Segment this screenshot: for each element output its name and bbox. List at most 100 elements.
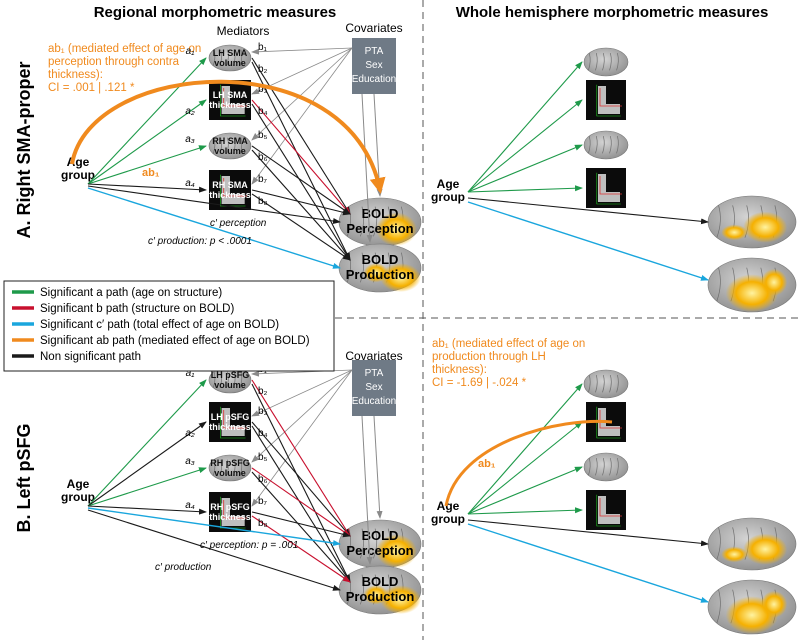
bold-text: Production xyxy=(346,267,415,282)
b-path-arrow xyxy=(251,471,351,583)
brain-sulcus xyxy=(588,52,591,71)
activation-blob xyxy=(380,263,421,292)
brain-sulcus xyxy=(359,528,365,559)
brain-sulcus xyxy=(359,574,365,605)
brain-sulcus xyxy=(239,459,243,476)
b-path-label: b₇ xyxy=(258,496,268,507)
bold-perception-brain xyxy=(338,197,422,247)
brain-surface xyxy=(583,130,629,160)
c-perception-label: c′ perception: p = .001 xyxy=(200,540,298,551)
brain-sulcus xyxy=(609,457,612,476)
hemisphere-mediator-4 xyxy=(586,168,626,208)
covariates-rect xyxy=(352,38,396,94)
b-path-label: b₈ xyxy=(258,518,268,529)
brain-sulcus xyxy=(226,137,229,154)
brain-sulcus xyxy=(616,52,619,71)
header-regional: Regional morphometric measures xyxy=(94,4,337,21)
brain-sulcus xyxy=(239,49,243,66)
svg-text:CI = .001 | .121 *: CI = .001 | .121 * xyxy=(48,82,135,94)
bold-text: BOLD xyxy=(362,528,399,543)
slice-tissue xyxy=(221,86,245,114)
a-path-label: a₃ xyxy=(185,456,195,467)
ab-path-arc xyxy=(70,79,386,194)
header-whole: Whole hemisphere morphometric measures xyxy=(456,4,769,21)
b-path-arrow xyxy=(251,383,351,583)
legend-text: Significant a path (age on structure) xyxy=(40,287,222,299)
legend-row: Significant a path (age on structure) xyxy=(12,287,222,299)
activation-blob xyxy=(760,268,788,296)
brain-sulcus xyxy=(239,371,243,388)
hemisphere-production-brain xyxy=(707,579,797,635)
brain-sulcus xyxy=(239,137,243,154)
slice-contour xyxy=(596,494,621,527)
a-path-arrow xyxy=(87,379,207,507)
brain-sulcus xyxy=(716,527,721,560)
a-path-arrow xyxy=(87,57,207,185)
slice-contour xyxy=(596,172,621,205)
activation-blob xyxy=(721,546,748,563)
mediator-text: LH SMA xyxy=(213,48,248,58)
b-path-arrow xyxy=(251,515,351,583)
age-label: Age xyxy=(67,155,90,169)
group-label: group xyxy=(431,512,465,526)
bold-text: BOLD xyxy=(362,574,399,589)
slice-tissue xyxy=(221,498,245,526)
mediators-label: Mediators xyxy=(217,24,270,38)
mediator-3 xyxy=(208,454,252,482)
activation-blob xyxy=(743,533,788,565)
hemisphere-mediator-1 xyxy=(583,47,629,77)
covariate-text: Sex xyxy=(365,382,382,393)
slice-contour xyxy=(223,178,247,197)
hemisphere-mediator-3 xyxy=(583,452,629,482)
a-path-arrow xyxy=(467,466,583,515)
c-production-arrow xyxy=(467,201,709,281)
brain-sulcus xyxy=(616,374,619,393)
covariate-text: Education xyxy=(352,396,396,407)
brain-sulcus xyxy=(595,374,598,393)
b-path-arrow xyxy=(251,57,351,215)
age-label: Age xyxy=(437,177,460,191)
brain-surface xyxy=(583,47,629,77)
b-path-label: b₂ xyxy=(258,64,268,75)
svg-text:ab₁ (mediated effect of age on: ab₁ (mediated effect of age on xyxy=(48,43,201,55)
mediator-2 xyxy=(209,402,251,442)
bold-text: BOLD xyxy=(362,252,399,267)
b-path-arrow xyxy=(251,379,351,537)
covariate-arrow xyxy=(361,415,373,565)
mediator-text: LH pSFG xyxy=(211,370,250,380)
c-perception-arrow xyxy=(467,519,709,547)
hemisphere-mediator-3 xyxy=(583,130,629,160)
legend-row: Significant c′ path (total effect of age… xyxy=(12,319,279,331)
ab-annotation-b: ab₁ (mediated effect of age on productio… xyxy=(432,338,585,389)
b-path-arrow xyxy=(251,61,351,261)
brain-sulcus xyxy=(609,135,612,154)
brain-sulcus xyxy=(219,137,222,154)
brain-sulcus xyxy=(233,459,236,476)
ab-annotation-a: ab₁ (mediated effect of age on perceptio… xyxy=(48,43,201,94)
c-perception-label: c′ perception xyxy=(210,218,267,229)
slice-contour xyxy=(599,88,622,107)
slice-tissue xyxy=(598,408,620,436)
brain-sulcus xyxy=(212,49,216,66)
brain-sulcus xyxy=(219,459,222,476)
a-path-arrow xyxy=(467,99,583,193)
a-path-label: a₃ xyxy=(185,134,195,145)
brain-sulcus xyxy=(212,137,216,154)
covariate-arrow xyxy=(251,369,353,507)
b-path-label: b₈ xyxy=(258,196,268,207)
section-b-title: B. Left pSFG xyxy=(14,424,34,533)
hemisphere-mediator-1 xyxy=(583,369,629,399)
covariates-label-a: Covariates xyxy=(345,21,402,35)
brain-sulcus xyxy=(233,371,236,388)
brain-sulcus xyxy=(602,374,605,393)
